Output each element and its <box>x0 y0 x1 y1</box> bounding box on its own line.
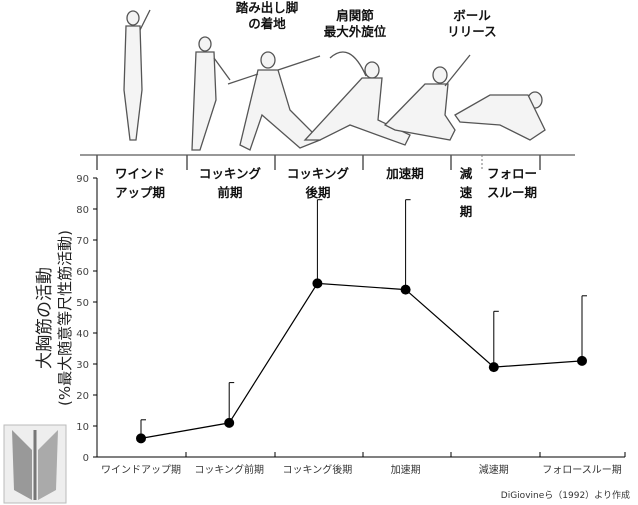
event-label: の着地 <box>248 16 286 31</box>
phase-label: コッキング <box>287 166 350 181</box>
source-note: DiGiovineら（1992）より作成 <box>501 489 630 501</box>
y-tick-label: 10 <box>76 422 89 433</box>
y-tick-label: 0 <box>83 453 89 464</box>
data-point <box>400 284 411 295</box>
x-tick-label: 減速期 <box>479 463 509 476</box>
y-tick-label: 40 <box>76 329 89 340</box>
phase-label: フォロー <box>487 166 537 181</box>
event-label: リリース <box>447 24 496 39</box>
y-tick-label: 30 <box>76 360 89 371</box>
figure-max-external-rotation <box>303 51 411 146</box>
y-tick-label: 50 <box>76 298 89 309</box>
chart-marks <box>136 199 587 444</box>
phase-label: 期 <box>460 204 473 219</box>
phase-label: コッキング <box>199 166 262 181</box>
phase-label: アップ期 <box>115 185 165 200</box>
data-point <box>488 362 499 373</box>
phase-label: 減 <box>460 166 473 181</box>
y-axis-label: 大胸筋の活動 <box>35 267 55 369</box>
phase-label: 前期 <box>217 185 242 200</box>
data-point <box>577 355 587 366</box>
pectoralis-anatomy-image <box>3 424 67 504</box>
event-label: 踏み出し脚 <box>236 0 299 15</box>
phase-label: ワインド <box>115 166 165 181</box>
phase-label: 後期 <box>305 185 330 200</box>
y-tick-label: 80 <box>76 205 89 216</box>
x-tick-label: フォロースルー期 <box>542 464 622 476</box>
phase-timeline: ワインドアップ期 コッキング前期 コッキング後期 加速期 減速期 フォロースルー期 <box>80 154 575 219</box>
x-tick-label: ワインドアップ期 <box>101 464 181 476</box>
phase-label: スルー期 <box>487 185 537 200</box>
phase-label: 速 <box>460 185 473 200</box>
event-label: 肩関節 <box>336 8 374 23</box>
figure-windup <box>123 9 151 141</box>
x-tick-label: 加速期 <box>391 464 421 476</box>
event-label: 最大外旋位 <box>324 24 387 39</box>
pitching-sequence-illustration <box>123 9 546 151</box>
figure-stride <box>191 36 231 151</box>
phase-label: 加速期 <box>385 166 424 181</box>
y-axis-sublabel: (%最大随意等尺性筋活動) <box>56 230 74 406</box>
x-tick-label: コッキング前期 <box>194 463 264 476</box>
y-tick-label: 70 <box>76 236 89 247</box>
data-point <box>224 417 235 428</box>
y-tick-label: 60 <box>76 267 89 278</box>
data-point <box>312 278 323 289</box>
y-tick-label: 90 <box>76 174 89 185</box>
data-point <box>136 433 146 444</box>
series-line <box>140 282 583 439</box>
event-label: ボール <box>453 8 491 23</box>
chart-axes: 0 10 20 30 40 50 60 70 80 90 ワインドアップ期 コッキング前期 コッキング後… <box>76 174 626 476</box>
figure-foot-contact <box>227 51 322 151</box>
figure-ball-release <box>383 54 471 141</box>
y-tick-label: 20 <box>76 391 89 402</box>
figure-follow-through <box>454 91 546 141</box>
x-tick-label: コッキング後期 <box>283 463 353 476</box>
